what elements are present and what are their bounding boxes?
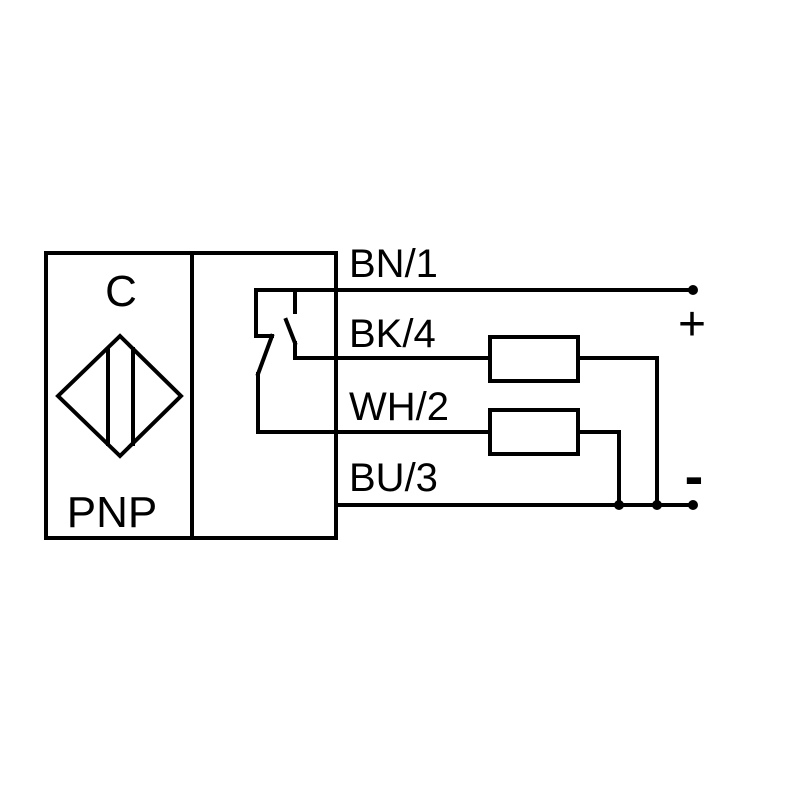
- capacitive-sensor-icon: [55, 333, 184, 459]
- load-2-return: [576, 430, 621, 507]
- load-resistor-1: [488, 335, 580, 383]
- sensor-type-letter: C: [105, 267, 137, 316]
- junction-dot: [614, 500, 624, 510]
- wire-label-bk: BK/4: [349, 312, 436, 356]
- terminal-negative: [688, 500, 698, 510]
- terminal-positive: [688, 285, 698, 295]
- positive-symbol: +: [678, 298, 706, 351]
- wire-label-bu: BU/3: [349, 456, 438, 500]
- wire-label-bn: BN/1: [349, 242, 438, 286]
- load-1-return: [576, 356, 659, 507]
- sensor-output-type: PNP: [67, 488, 157, 537]
- switch-contacts-icon: [254, 288, 695, 434]
- negative-symbol: -: [685, 444, 704, 507]
- wire-label-wh: WH/2: [349, 385, 449, 429]
- junction-dot: [652, 500, 662, 510]
- load-resistor-2: [488, 408, 580, 456]
